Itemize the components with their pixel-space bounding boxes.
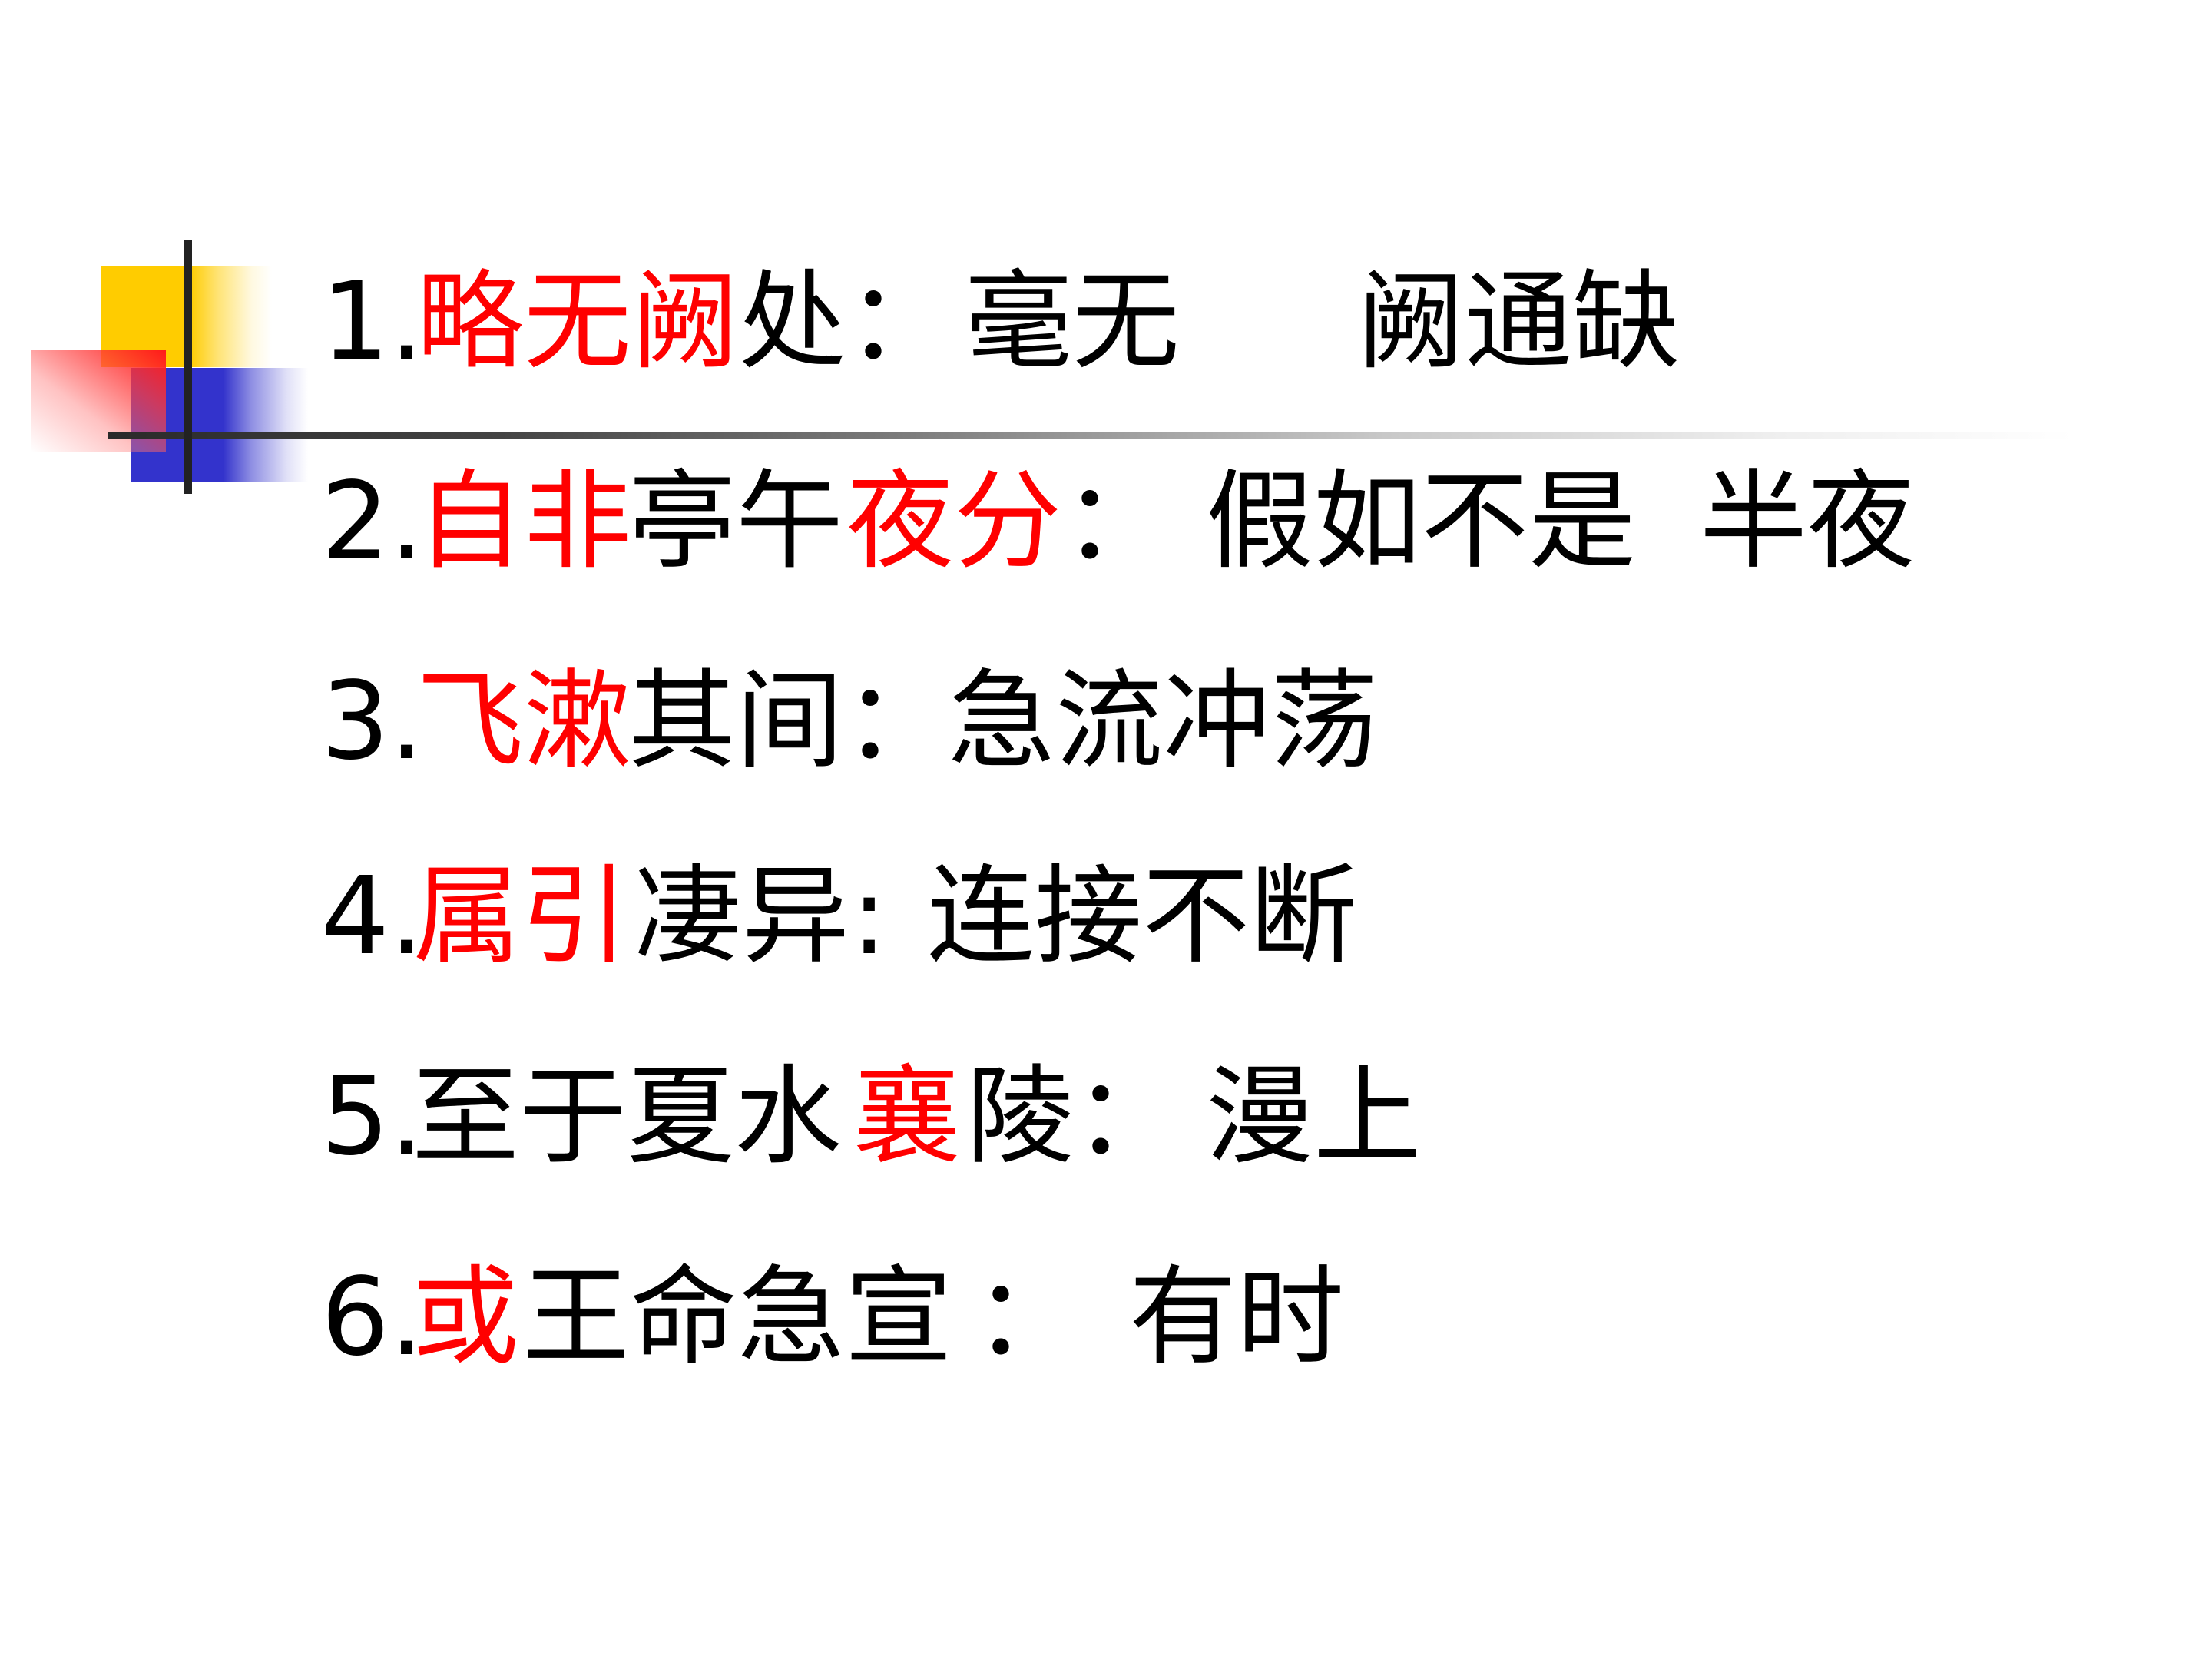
colon: ： xyxy=(974,1255,1082,1380)
item-number: 5. xyxy=(321,1055,424,1180)
keyword-highlight: 自非 xyxy=(416,459,632,584)
prompt-text: 王命急宣 xyxy=(522,1255,953,1380)
item-number: 4. xyxy=(321,854,424,979)
prompt-text: 处 xyxy=(739,260,847,385)
item-number: 2. xyxy=(321,459,424,584)
answer-text: 阙通缺 xyxy=(1357,260,1681,385)
prompt-text: 陵 xyxy=(966,1055,1075,1180)
vertical-accent-line xyxy=(184,240,192,494)
colon: : xyxy=(851,854,888,979)
answer-text: 漫上 xyxy=(1206,1055,1422,1180)
prompt-text: 亭午 xyxy=(628,459,844,584)
colon: ： xyxy=(846,260,955,385)
vocab-item-4: 4. 属引 凄异 : 连接不断 xyxy=(321,856,2088,979)
answer-text: 毫无 xyxy=(965,260,1181,385)
keyword-highlight: 略无阙 xyxy=(416,260,740,385)
keyword-highlight: 襄 xyxy=(853,1055,962,1180)
colon: ： xyxy=(843,659,952,784)
item-number: 3. xyxy=(321,659,424,784)
item-number: 6. xyxy=(321,1255,424,1380)
answer-text: 急流冲荡 xyxy=(948,659,1379,784)
answer-text: 连接不断 xyxy=(927,854,1358,979)
colon: ： xyxy=(1063,459,1171,584)
keyword-highlight: 夜分 xyxy=(846,459,1062,584)
title-divider-line xyxy=(108,432,2074,439)
vocab-item-3: 3. 飞漱 其间 ： 急流冲荡 xyxy=(321,661,2088,783)
keyword-highlight: 或 xyxy=(412,1255,520,1380)
prompt-text: 凄异 xyxy=(634,854,850,979)
answer-text: 半夜 xyxy=(1700,459,1916,584)
prompt-text: 至于夏水 xyxy=(412,1055,843,1180)
keyword-highlight: 属引 xyxy=(413,854,629,979)
vocab-item-5: 5. 至于夏水 襄 陵 ： 漫上 xyxy=(321,1056,2088,1179)
vocab-item-2: 2. 自非 亭午 夜分 ： 假如不是 半夜 xyxy=(321,461,2088,584)
vocab-item-6: 6. 或 王命急宣 ： 有时 xyxy=(321,1257,2088,1379)
answer-text: 有时 xyxy=(1129,1255,1345,1380)
prompt-text: 其间 xyxy=(628,659,844,784)
keyword-highlight: 飞漱 xyxy=(416,659,632,784)
colon: ： xyxy=(1074,1055,1182,1180)
item-number: 1. xyxy=(321,260,424,385)
vocab-item-1: 1. 略无阙 处 ： 毫无 阙通缺 xyxy=(321,261,2088,384)
answer-text: 假如不是 xyxy=(1206,459,1637,584)
